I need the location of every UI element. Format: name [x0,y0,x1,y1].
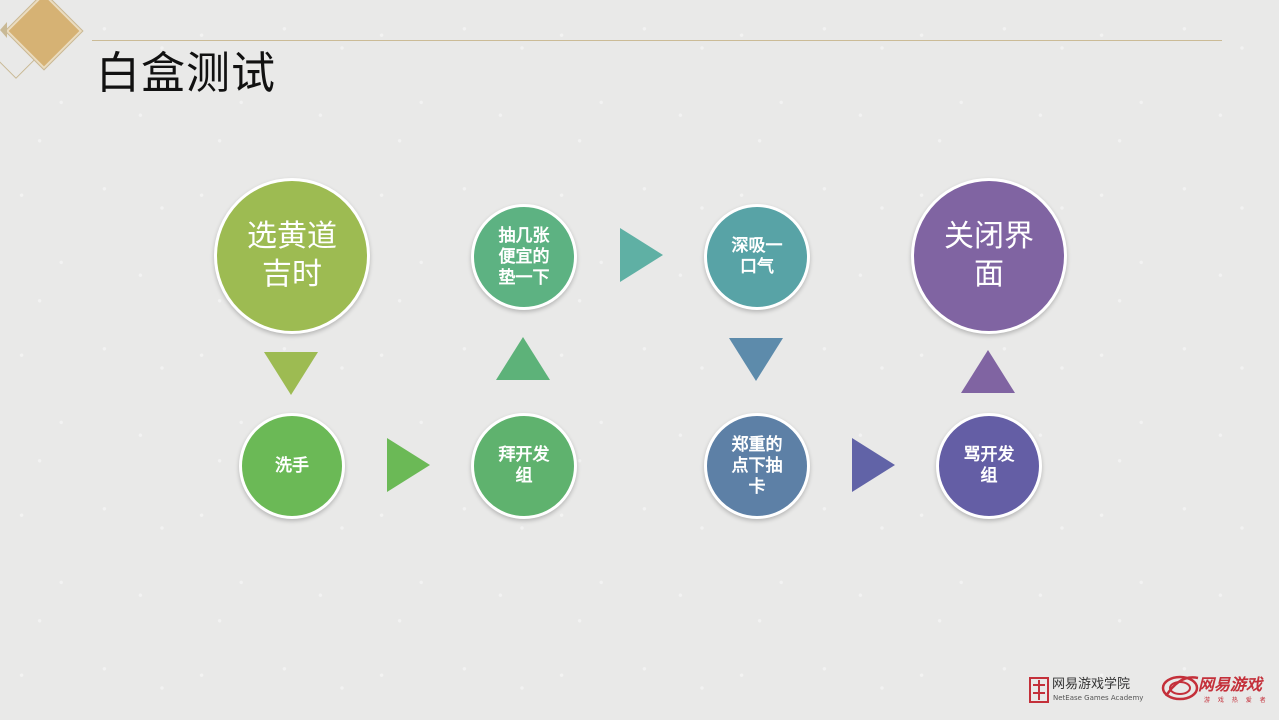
node-label: 选黄道 吉时 [247,219,337,292]
node-deep-breath: 深吸一 口气 [704,204,810,310]
node-label: 抽几张 便宜的 垫一下 [498,225,550,288]
node-wash-hands: 洗手 [239,413,345,519]
node-label: 拜开发 组 [498,445,550,486]
node-label: 骂开发 组 [963,445,1015,486]
arrow-up-icon [496,337,550,380]
arrow-right-icon [852,438,895,492]
arrow-down-icon [264,352,318,395]
node-cheap-draws: 抽几张 便宜的 垫一下 [471,204,577,310]
node-label: 洗手 [275,455,309,476]
netease-games-brand-sub: 游 戏 热 爱 者 [1204,697,1269,704]
arrow-right-icon [620,228,663,282]
corner-tick-decoration [0,22,7,38]
academy-name-cn: 网易游戏学院 [1052,677,1131,692]
netease-games-swoosh-logo [1161,675,1199,701]
academy-name-en: NetEase Games Academy [1053,694,1144,702]
title-rule-line [92,40,1222,41]
academy-seal-logo [1029,677,1049,703]
node-select-auspicious-time: 选黄道 吉时 [214,178,370,334]
arrow-right-icon [387,438,430,492]
arrow-up-icon [961,350,1015,393]
page-title: 白盒测试 [96,48,276,99]
node-label: 深吸一 口气 [731,236,783,277]
node-label: 关闭界 面 [944,219,1034,292]
arrow-down-icon [729,338,783,381]
netease-games-brand: 网易游戏 [1198,675,1263,694]
node-label: 郑重的 点下抽 卡 [731,434,783,497]
node-press-draw: 郑重的 点下抽 卡 [704,413,810,519]
node-close-interface: 关闭界 面 [911,178,1067,334]
node-scold-dev-team: 骂开发 组 [936,413,1042,519]
node-worship-dev-team: 拜开发 组 [471,413,577,519]
